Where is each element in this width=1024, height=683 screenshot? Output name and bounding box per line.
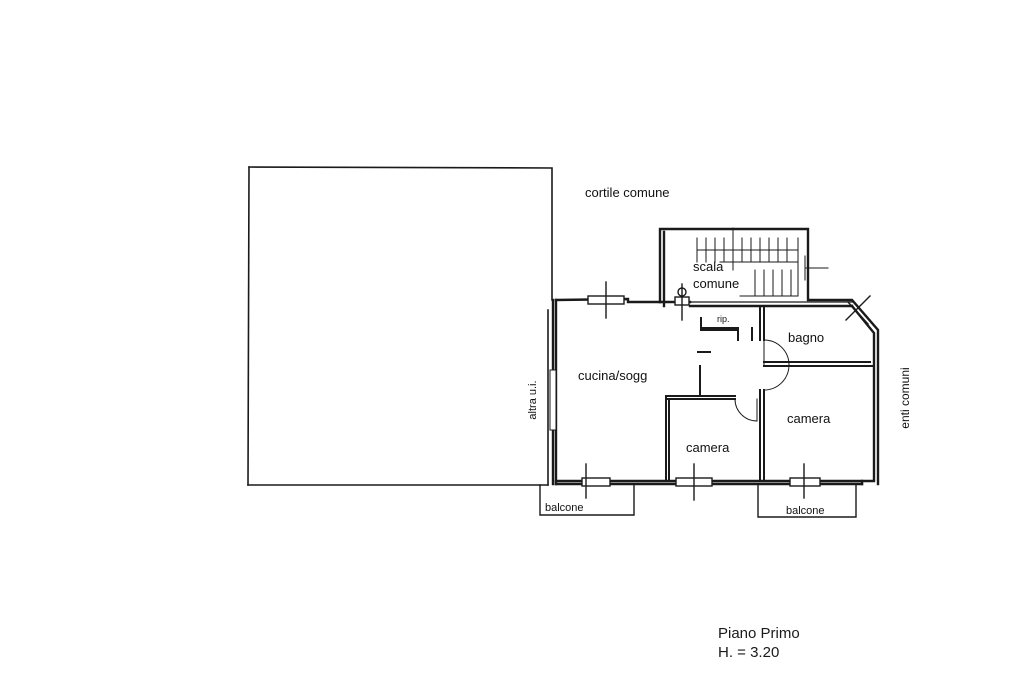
door-swings (734, 339, 790, 422)
ceiling-height: H. = 3.20 (718, 644, 780, 661)
windows (549, 281, 871, 501)
bedroom-left-label: camera (686, 440, 730, 455)
kitchen-label: cucina/sogg (578, 368, 647, 383)
stair-common-label: comune (693, 276, 739, 291)
plan-caption: Piano Primo H. = 3.20 (718, 624, 800, 662)
neighbor-unit-label: altra u.i. (527, 380, 539, 419)
neighbor-unit-outline (247, 166, 553, 486)
balcony-left-label: balcone (545, 502, 584, 514)
stair-treads (696, 227, 829, 297)
bathroom-label: bagno (788, 330, 824, 345)
common-areas-label: enti comuni (898, 367, 912, 428)
balconies (539, 484, 857, 518)
floor-name: Piano Primo (718, 625, 800, 642)
balcony-right-label: balcone (786, 505, 825, 517)
interior-walls (665, 305, 875, 482)
courtyard-label: cortile comune (585, 185, 670, 200)
stair-label: scala (693, 259, 724, 274)
storage-label: rip. (717, 314, 730, 324)
bedroom-right-label: camera (787, 411, 831, 426)
